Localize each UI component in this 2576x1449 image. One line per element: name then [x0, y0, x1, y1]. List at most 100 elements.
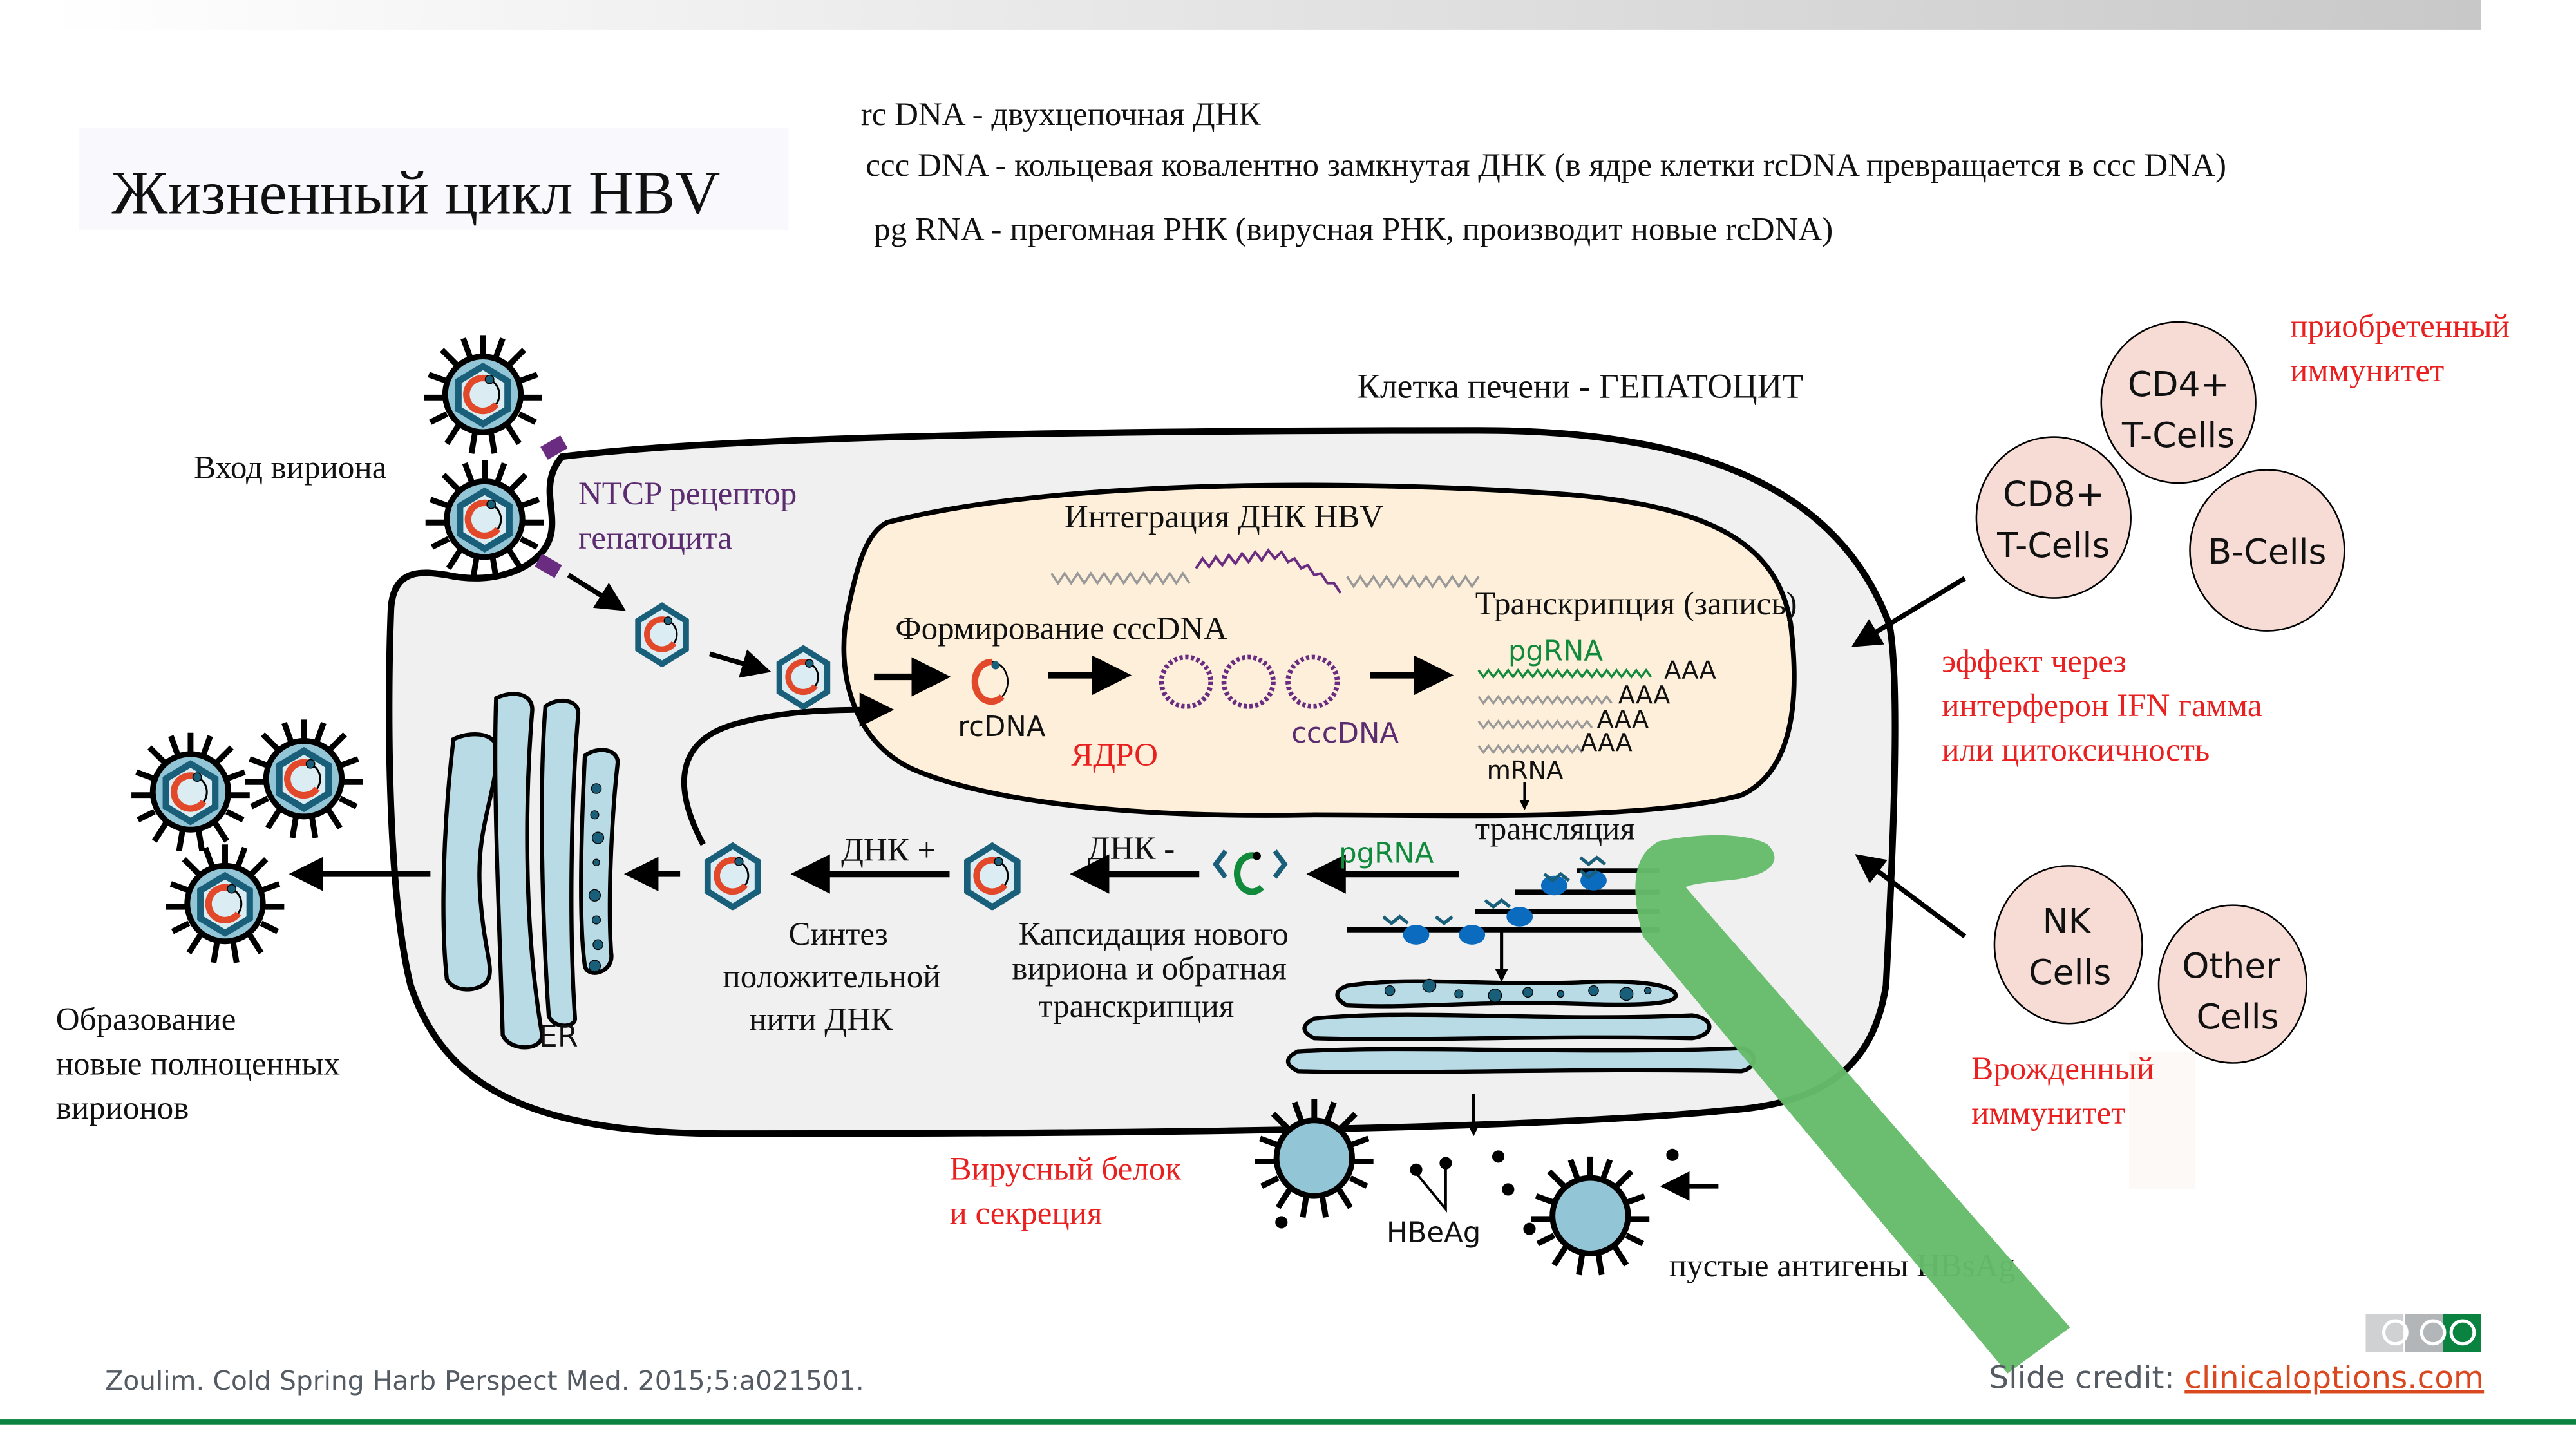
capsid-dna-minus — [967, 846, 1018, 907]
clinicaloptions-link[interactable]: clinicaloptions.com — [2184, 1360, 2484, 1396]
legend-cccdna: ccc DNA - кольцевая ковалентно замкнутая… — [866, 147, 2226, 184]
pregenomic-capsid-icon — [1212, 849, 1288, 895]
footer-rule — [0, 1419, 2576, 1425]
effect-label-3: или цитоксичность — [1942, 732, 2210, 768]
dna-minus-label: ДНК - — [1088, 831, 1175, 867]
hepatocyte-label: Клетка печени - ГЕПАТОЦИТ — [1357, 366, 1803, 405]
new-virion-3 — [166, 844, 285, 963]
rcdna-polymerase-dot — [991, 661, 1000, 670]
capsidation-label-1: Капсидация нового — [1019, 916, 1289, 952]
new-virion-2 — [245, 719, 363, 838]
slide-credit-prefix: Slide credit: — [1989, 1360, 2184, 1396]
secreted-subviral-particle-1 — [1255, 1099, 1374, 1218]
legend-rcdna: rc DNA - двухцепочная ДНК — [861, 97, 1262, 133]
cd4-label-2: T-Cells — [2121, 415, 2235, 455]
cccdna-circle-3 — [1285, 654, 1340, 709]
capsid-dna-plus — [708, 846, 758, 907]
other-label-2: Cells — [2196, 996, 2278, 1037]
er-vertical-vesicles — [588, 783, 605, 972]
polya-1: AAA — [1664, 656, 1716, 685]
other-label-1: Other — [2182, 945, 2280, 986]
capsid-uncoating-2 — [779, 649, 827, 706]
polya-4: AAA — [1580, 728, 1633, 757]
synthesis-label-2: положительной — [723, 959, 940, 995]
cccdna-circle-2 — [1221, 654, 1276, 709]
capsidation-label-3: транскрипция — [1038, 989, 1234, 1025]
cd4-label-1: CD4+ — [2128, 364, 2230, 404]
other-cell: Other Cells — [2157, 904, 2307, 1064]
pgrna-cytoplasm-label: pgRNA — [1339, 837, 1434, 869]
ntcp-receptor-bottom — [535, 553, 562, 578]
polya-3: AAA — [1597, 705, 1649, 734]
cccdna-label: cccDNA — [1291, 717, 1399, 750]
capsidation-label-2: вириона и обратная — [1012, 951, 1286, 987]
arrow-innate-to-cell — [1855, 854, 1967, 939]
integration-label: Интеграция ДНК HBV — [1065, 499, 1383, 535]
nk-label-2: Cells — [2029, 952, 2111, 992]
innate-immunity-label-2: иммунитет — [1971, 1095, 2125, 1132]
cccdna-formation-label: Формирование cccDNA — [895, 611, 1227, 647]
pgrna-nucleus-label: pgRNA — [1508, 636, 1604, 668]
bcell-label: B-Cells — [2208, 531, 2326, 572]
mrna-label: mRNA — [1487, 756, 1564, 785]
er-label: ER — [539, 1019, 578, 1054]
adaptive-immunity-label-1: приобретенный — [2290, 308, 2510, 345]
ntcp-label-1: NTCP рецептор — [578, 476, 797, 512]
transcription-label: Транскрипция (запись) — [1475, 586, 1797, 622]
new-virion-1 — [131, 733, 250, 851]
green-annotation-arrow — [1635, 835, 2070, 1374]
arrow-recycling-to-nucleus — [681, 692, 895, 846]
legend-pgrna: pg RNA - прегомная РНК (вирусная РНК, пр… — [874, 211, 1833, 247]
cd8-label-2: T-Cells — [1996, 525, 2110, 565]
clinicaloptions-logo — [2365, 1314, 2481, 1352]
synthesis-label-3: нити ДНК — [749, 1001, 893, 1037]
hbeag-icon — [1275, 1148, 1679, 1235]
effect-label-2: интерферон IFN гамма — [1942, 688, 2262, 724]
integrated-dna-host-right — [1346, 574, 1480, 589]
er-horizontal — [1285, 979, 1756, 1074]
secretion-label-2: и секреция — [949, 1196, 1102, 1232]
mrna-strand-2 — [1477, 719, 1593, 730]
integrated-dna-hbv — [1195, 548, 1342, 594]
hbeag-label: HBeAg — [1387, 1217, 1481, 1249]
nk-label-1: NK — [2043, 901, 2092, 942]
capsid-uncoating-1 — [638, 606, 686, 664]
innate-label-bg — [2129, 1051, 2195, 1189]
virion-entering-1 — [424, 335, 542, 453]
nucleus — [841, 482, 1797, 819]
virion-entry-label: Вход вириона — [194, 450, 386, 486]
arrow-entry-2 — [708, 649, 772, 678]
virion-entering-2 — [426, 460, 544, 578]
mrna-strand-1 — [1477, 694, 1613, 705]
slide-title: Жизненный цикл HBV — [111, 158, 720, 227]
nk-cell: NK Cells — [1993, 865, 2143, 1025]
rcdna-icon — [971, 658, 1005, 705]
new-virions-label-3: вирионов — [56, 1090, 189, 1126]
pgrna-strand — [1477, 668, 1653, 679]
arrow-adaptive-to-cell — [1851, 576, 1967, 647]
effect-label-1: эффект через — [1942, 643, 2126, 679]
cccdna-circle-1 — [1159, 654, 1213, 709]
cd8-t-cell: CD8+ T-Cells — [1975, 436, 2132, 599]
integrated-dna-host — [1050, 571, 1191, 585]
slide-credit: Slide credit: clinicaloptions.com — [1989, 1360, 2484, 1396]
innate-immunity-label-1: Врожденный — [1971, 1051, 2154, 1087]
title-box — [79, 128, 789, 231]
rcdna-label: rcDNA — [958, 711, 1046, 743]
new-virions-label-2: новые полноценных — [56, 1046, 340, 1082]
ntcp-receptor-top — [540, 435, 568, 460]
arrow-entry-1 — [567, 573, 627, 611]
cd8-label-1: CD8+ — [2003, 474, 2105, 515]
ntcp-label-2: гепатоцита — [578, 520, 732, 556]
nucleus-label: ЯДРО — [1071, 737, 1158, 773]
er-horizontal-vesicles — [1384, 978, 1652, 1003]
synthesis-label-1: Синтез — [788, 916, 887, 952]
translation-label: трансляция — [1475, 811, 1635, 848]
top-band — [49, 0, 2481, 30]
secreted-subviral-particle-2 — [1531, 1157, 1650, 1275]
cd4-t-cell: CD4+ T-Cells — [2100, 321, 2257, 484]
mrna-strand-3 — [1477, 744, 1583, 755]
dna-plus-label: ДНК + — [841, 833, 936, 869]
b-cell: B-Cells — [2189, 469, 2345, 632]
